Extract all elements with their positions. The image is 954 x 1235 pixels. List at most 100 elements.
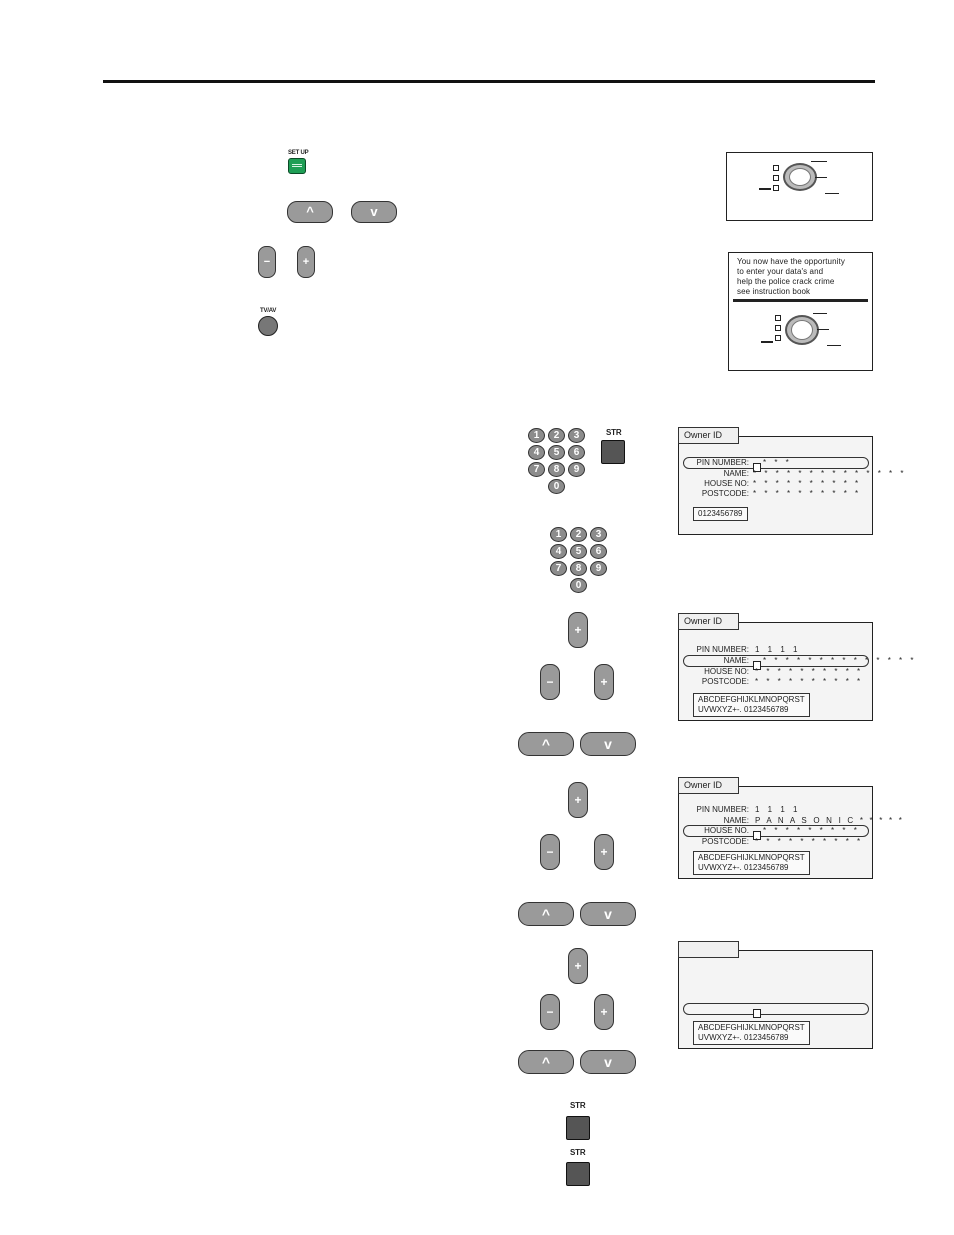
key-3[interactable]: 3 (568, 428, 585, 443)
plus-icon: + (574, 793, 582, 807)
key-8[interactable]: 8 (570, 561, 587, 576)
cursor-box-icon (753, 458, 761, 476)
volume-down-button[interactable]: − (540, 834, 560, 870)
cursor-up-button[interactable]: ^ (287, 201, 333, 223)
key-5[interactable]: 5 (548, 445, 565, 460)
key-8[interactable]: 8 (548, 462, 565, 477)
key-7[interactable]: 7 (528, 462, 545, 477)
name-label: NAME: (723, 469, 749, 478)
cursor-up-button[interactable]: + (568, 948, 588, 984)
key-5[interactable]: 5 (570, 544, 587, 559)
minus-icon: − (263, 256, 271, 268)
plus-icon: + (600, 675, 608, 689)
cursor-down-button[interactable]: v (351, 201, 397, 223)
chevron-down-icon: v (604, 1054, 612, 1070)
key-9[interactable]: 9 (590, 561, 607, 576)
str-button-caption: STR (570, 1148, 586, 1157)
setup-menu-screen (726, 152, 873, 221)
owner-id-tab: Owner ID (678, 613, 739, 630)
char-row-2: UVWXYZ+-. 0123456789 (698, 1033, 789, 1042)
char-row-1: ABCDEFGHIJKLMNOPQRST (698, 695, 805, 704)
cursor-up-button[interactable]: + (568, 782, 588, 818)
key-1[interactable]: 1 (528, 428, 545, 443)
cursor-down-button[interactable]: v (580, 732, 636, 756)
leader-line (813, 313, 827, 314)
key-1[interactable]: 1 (550, 527, 567, 542)
key-2[interactable]: 2 (570, 527, 587, 542)
name-label: NAME: (723, 816, 749, 825)
menu-square-icon (775, 335, 781, 341)
pin-label: PIN NUMBER: (696, 458, 749, 467)
minus-button[interactable]: − (258, 246, 276, 278)
cursor-up-button[interactable]: ^ (518, 902, 574, 926)
cursor-up-button[interactable]: + (568, 612, 588, 648)
header-rule (103, 80, 875, 83)
plus-icon: + (302, 256, 310, 268)
leader-line (817, 329, 829, 330)
leader-line (827, 345, 841, 346)
owner-id-screen-1: Owner ID PIN NUMBER: * * * NAME: * * * *… (678, 427, 903, 535)
blank-tab (678, 941, 739, 958)
key-0[interactable]: 0 (570, 578, 587, 593)
name-value: * * * * * * * * * * * * * * (763, 656, 917, 665)
chevron-down-icon: v (604, 736, 612, 752)
leader-line (825, 193, 839, 194)
key-7[interactable]: 7 (550, 561, 567, 576)
cursor-up-button[interactable]: ^ (518, 1050, 574, 1074)
notice-divider (733, 299, 868, 302)
owner-id-screen-3: Owner ID PIN NUMBER: 1 1 1 1 NAME: P A N… (678, 777, 902, 879)
str-button-caption: STR (606, 428, 622, 437)
postcode-value: * * * * * * * * * * (755, 837, 864, 846)
cursor-up-button[interactable]: ^ (518, 732, 574, 756)
key-6[interactable]: 6 (568, 445, 585, 460)
tvav-button[interactable] (258, 316, 278, 336)
notice-line-1: You now have the opportunity (737, 257, 845, 266)
leader-line (811, 161, 827, 162)
chevron-up-icon: ^ (541, 906, 551, 922)
plus-button[interactable]: + (297, 246, 315, 278)
char-row-1: ABCDEFGHIJKLMNOPQRST (698, 1023, 805, 1032)
key-9[interactable]: 9 (568, 462, 585, 477)
owner-id-screen-2: Owner ID PIN NUMBER: 1 1 1 1 NAME: * * *… (678, 613, 913, 721)
str-button[interactable] (566, 1162, 590, 1186)
volume-up-button[interactable]: + (594, 664, 614, 700)
menu-pointer-line (761, 341, 773, 343)
pin-label: PIN NUMBER: (696, 805, 749, 814)
key-6[interactable]: 6 (590, 544, 607, 559)
dial-icon (785, 315, 819, 345)
volume-down-button[interactable]: − (540, 664, 560, 700)
char-selector: 0123456789 (693, 507, 748, 521)
minus-icon: − (546, 1005, 554, 1019)
name-value: P A N A S O N I C * * * * * (755, 816, 905, 825)
str-button[interactable] (566, 1116, 590, 1140)
setup-button[interactable] (288, 158, 306, 174)
notice-line-4: see instruction book (737, 287, 811, 296)
postcode-label: POSTCODE: (701, 489, 749, 498)
key-2[interactable]: 2 (548, 428, 565, 443)
key-4[interactable]: 4 (550, 544, 567, 559)
key-3[interactable]: 3 (590, 527, 607, 542)
house-value: * * * * * * * * * * (753, 479, 862, 488)
key-4[interactable]: 4 (528, 445, 545, 460)
tvav-button-caption: TV/AV (260, 308, 277, 314)
volume-down-button[interactable]: − (540, 994, 560, 1030)
char-row-2: UVWXYZ+-. 0123456789 (698, 863, 789, 872)
pin-value: 1 1 1 1 (755, 805, 801, 814)
str-button[interactable] (601, 440, 625, 464)
cursor-down-button[interactable]: v (580, 1050, 636, 1074)
volume-up-button[interactable]: + (594, 994, 614, 1030)
menu-pointer-line (759, 188, 771, 190)
char-row-1: ABCDEFGHIJKLMNOPQRST (698, 853, 805, 862)
pin-value: 1 1 1 1 (755, 645, 801, 654)
name-value: * * * * * * * * * * * * * * (753, 469, 907, 478)
setup-button-caption: SET UP (288, 150, 309, 156)
char-row-2: UVWXYZ+-. 0123456789 (698, 705, 789, 714)
cursor-down-button[interactable]: v (580, 902, 636, 926)
key-0[interactable]: 0 (548, 479, 565, 494)
notice-line-3: help the police crack crime (737, 277, 835, 286)
minus-icon: − (546, 845, 554, 859)
volume-up-button[interactable]: + (594, 834, 614, 870)
chevron-up-icon: ^ (306, 204, 314, 219)
